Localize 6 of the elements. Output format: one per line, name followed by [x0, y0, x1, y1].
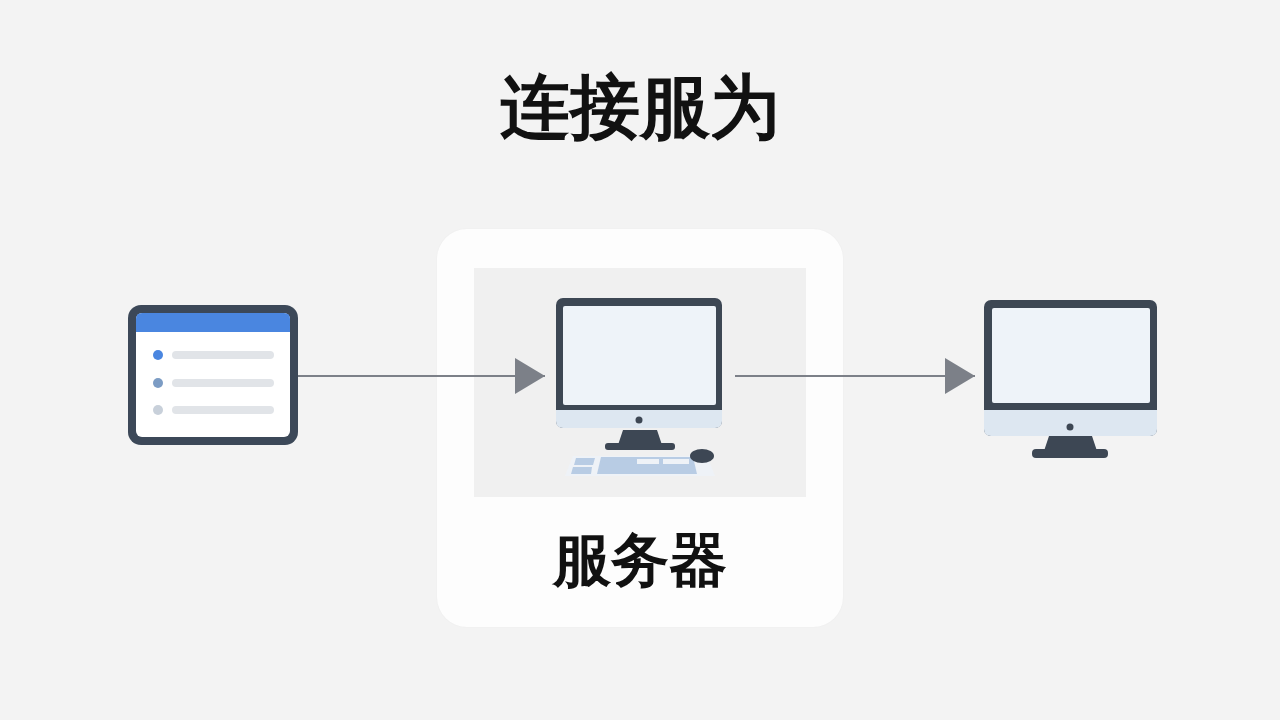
- arrow: [297, 358, 546, 394]
- card-panel: [437, 229, 843, 627]
- title: 连接服为: [500, 72, 780, 142]
- node-label: 服务器: [553, 531, 727, 589]
- window-illustration: [128, 305, 298, 445]
- arrow: [734, 358, 976, 394]
